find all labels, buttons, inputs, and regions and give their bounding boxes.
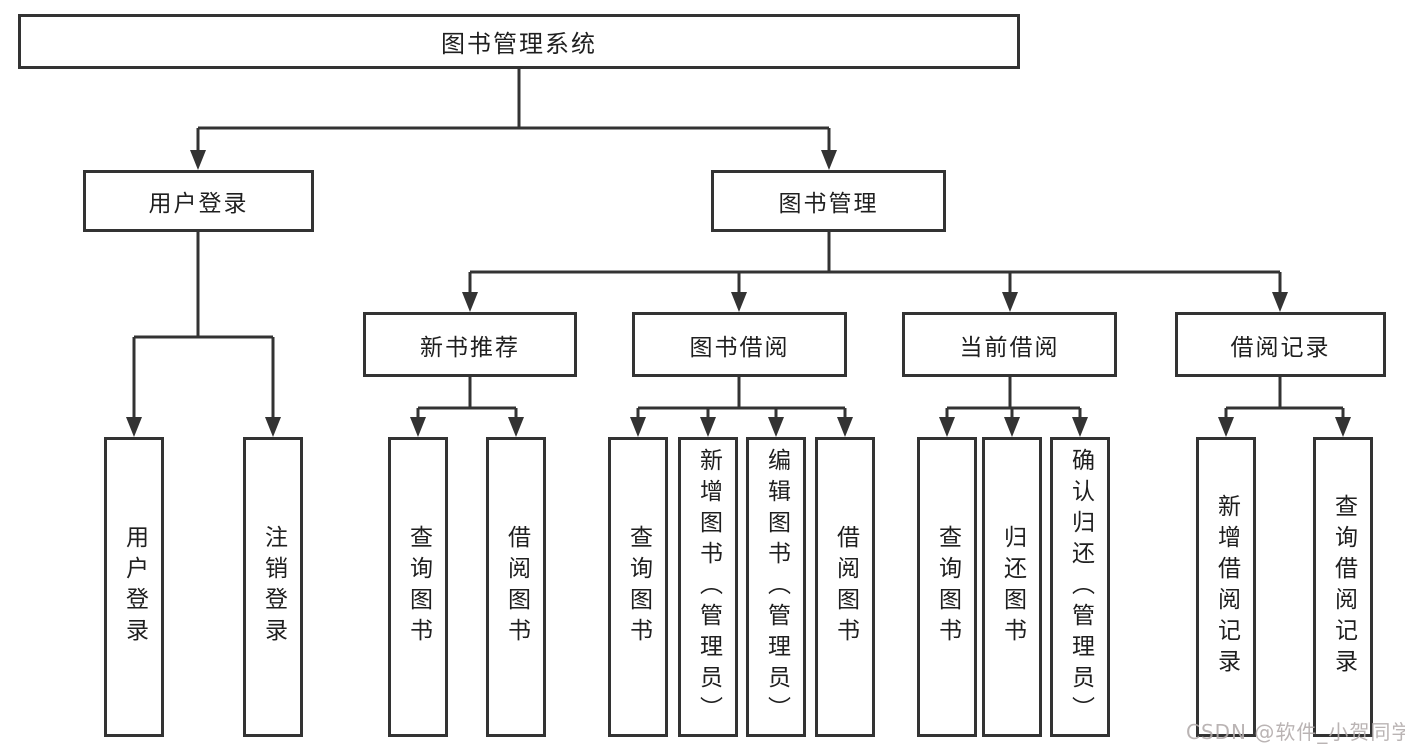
edges-user-login-to-leaves xyxy=(126,232,281,437)
edges-borrow-record-group xyxy=(1218,377,1351,437)
node-label: 当前借阅 xyxy=(959,334,1060,361)
leaf-query-book-1: 查询图书 xyxy=(388,437,448,737)
node-label: 用户登录 xyxy=(121,525,148,649)
leaf-confirm-return-admin: 确认归还（管理员） xyxy=(1050,437,1110,737)
leaf-query-book-2: 查询图书 xyxy=(608,437,668,737)
node-label: 借阅图书 xyxy=(503,525,530,649)
node-borrow-record: 借阅记录 xyxy=(1175,312,1386,377)
node-label: 新书推荐 xyxy=(420,334,520,361)
node-label: 借阅图书 xyxy=(832,525,859,649)
edges-root-to-level2 xyxy=(190,69,837,170)
node-label: 查询图书 xyxy=(625,525,652,649)
leaf-borrow-book-1: 借阅图书 xyxy=(486,437,546,737)
node-book-management: 图书管理 xyxy=(711,170,946,232)
leaf-add-borrow-record: 新增借阅记录 xyxy=(1196,437,1256,737)
node-label: 图书借阅 xyxy=(689,334,790,361)
node-label: 新增图书（管理员） xyxy=(695,447,722,727)
edges-current-borrow-group xyxy=(939,377,1088,437)
node-label: 用户登录 xyxy=(148,191,249,217)
node-label: 确认归还（管理员） xyxy=(1067,447,1094,727)
node-label: 借阅记录 xyxy=(1230,334,1331,361)
leaf-user-login: 用户登录 xyxy=(104,437,164,737)
node-current-borrow: 当前借阅 xyxy=(902,312,1117,377)
leaf-add-book-admin: 新增图书（管理员） xyxy=(678,437,738,737)
leaf-edit-book-admin: 编辑图书（管理员） xyxy=(746,437,806,737)
node-label: 新增借阅记录 xyxy=(1213,494,1240,680)
edges-book-management-to-level3 xyxy=(462,232,1288,312)
node-label: 注销登录 xyxy=(260,525,287,649)
node-label: 查询借阅记录 xyxy=(1330,494,1357,680)
leaf-logout: 注销登录 xyxy=(243,437,303,737)
node-label: 图书管理 xyxy=(778,191,879,217)
leaf-return-book: 归还图书 xyxy=(982,437,1042,737)
node-label: 查询图书 xyxy=(934,525,961,649)
csdn-watermark: CSDN @软件_小贺同学 xyxy=(1186,720,1405,744)
node-book-borrow: 图书借阅 xyxy=(632,312,847,377)
edges-new-book-group xyxy=(410,377,524,437)
leaf-borrow-book-2: 借阅图书 xyxy=(815,437,875,737)
node-new-book-recommend: 新书推荐 xyxy=(363,312,577,377)
node-label: 图书管理系统 xyxy=(441,30,597,58)
node-label: 查询图书 xyxy=(405,525,432,649)
node-label: 编辑图书（管理员） xyxy=(763,447,790,727)
node-user-login: 用户登录 xyxy=(83,170,314,232)
node-system-root: 图书管理系统 xyxy=(18,14,1020,69)
node-label: 归还图书 xyxy=(999,525,1026,649)
leaf-query-book-3: 查询图书 xyxy=(917,437,977,737)
edges-book-borrow-group xyxy=(630,377,853,437)
leaf-query-borrow-record: 查询借阅记录 xyxy=(1313,437,1373,737)
